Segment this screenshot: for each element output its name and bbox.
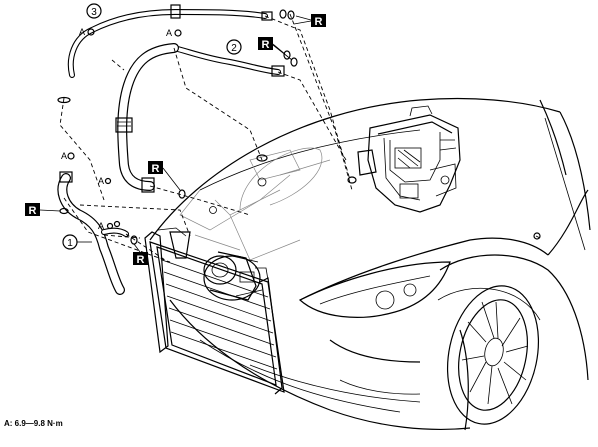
replace-mark-text: R: [29, 205, 37, 217]
hvac-unit: [357, 105, 461, 213]
cooler-hose-1: [57, 171, 129, 295]
replace-mark-text: R: [152, 163, 160, 175]
vehicle-outline: [149, 97, 591, 431]
replace-mark: R: [133, 252, 148, 266]
o-rings: [57, 9, 357, 245]
callout-1-text: 1: [67, 238, 73, 249]
callout-3: 3: [86, 3, 102, 19]
replace-mark-text: R: [262, 39, 270, 51]
replace-mark: R: [25, 203, 40, 217]
replace-mark: R: [258, 37, 273, 51]
callout-3-text: 3: [91, 7, 97, 18]
torque-label: A: [79, 27, 85, 37]
leader-lines: [59, 13, 353, 263]
replace-mark: R: [148, 161, 163, 175]
condenser: [144, 227, 285, 395]
low-pressure-hose: [115, 43, 179, 193]
torque-footnote: A: 6.9—9.8 N·m: [4, 419, 63, 428]
engine-bay-outline: [179, 147, 331, 261]
callout-1: 1: [62, 234, 92, 250]
callout-2-text: 2: [231, 43, 237, 54]
torque-label: A: [98, 221, 104, 231]
torque-label: A: [61, 151, 67, 161]
cooler-pipe-2: [171, 45, 285, 77]
replace-mark-text: R: [315, 16, 323, 28]
replace-mark: R: [311, 14, 326, 28]
torque-label: A: [166, 28, 172, 38]
replace-mark-text: R: [137, 254, 145, 266]
cooler-pipe-3: [67, 4, 273, 78]
torque-label: A: [98, 176, 104, 186]
compressor: [203, 251, 269, 301]
callout-2: 2: [226, 39, 242, 55]
bolts: [67, 28, 182, 230]
